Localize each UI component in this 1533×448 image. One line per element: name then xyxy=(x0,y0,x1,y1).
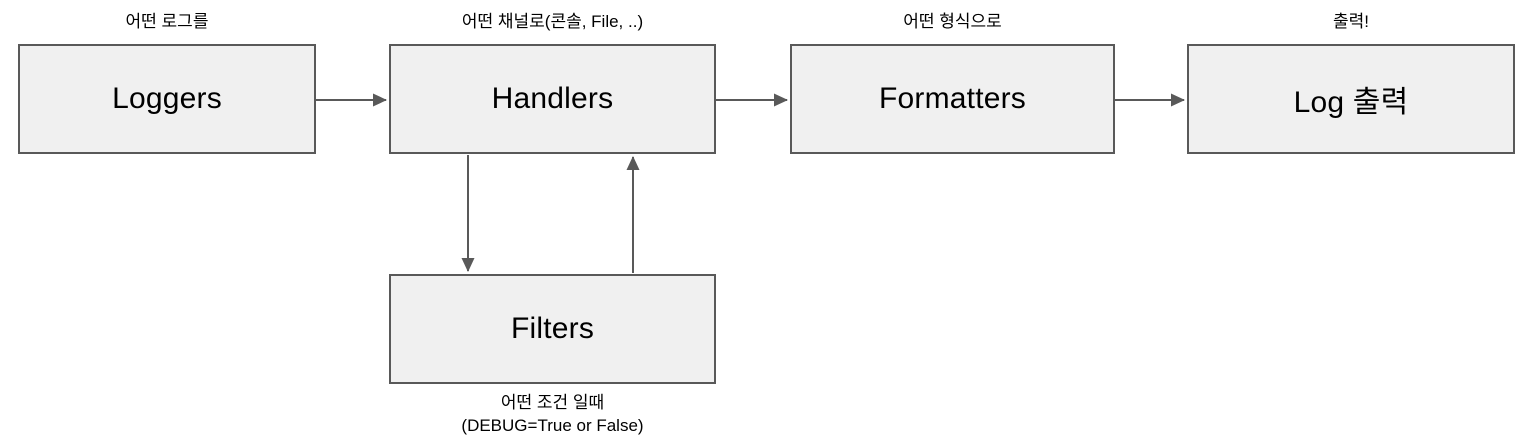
node-formatters: Formatters xyxy=(790,44,1115,154)
node-formatters-label: Formatters xyxy=(878,82,1027,115)
caption-filters-line1: 어떤 조건 일때 xyxy=(500,393,605,412)
node-filters-label: Filters xyxy=(510,312,595,345)
caption-handlers: 어떤 채널로(콘솔, File, ..) xyxy=(461,12,644,31)
caption-formatters: 어떤 형식으로 xyxy=(903,12,1002,31)
node-log-output-label: Log 출력 xyxy=(1293,86,1409,119)
node-loggers: Loggers xyxy=(18,44,316,154)
caption-filters-line2: (DEBUG=True or False) xyxy=(461,416,644,435)
node-handlers: Handlers xyxy=(389,44,716,154)
node-filters: Filters xyxy=(389,274,716,384)
caption-loggers: 어떤 로그를 xyxy=(125,12,209,31)
node-loggers-label: Loggers xyxy=(112,82,222,115)
node-log-output: Log 출력 xyxy=(1187,44,1515,154)
node-handlers-label: Handlers xyxy=(491,82,614,115)
caption-log-output: 출력! xyxy=(1332,12,1369,31)
caption-filters: 어떤 조건 일때 (DEBUG=True or False) xyxy=(389,391,716,437)
